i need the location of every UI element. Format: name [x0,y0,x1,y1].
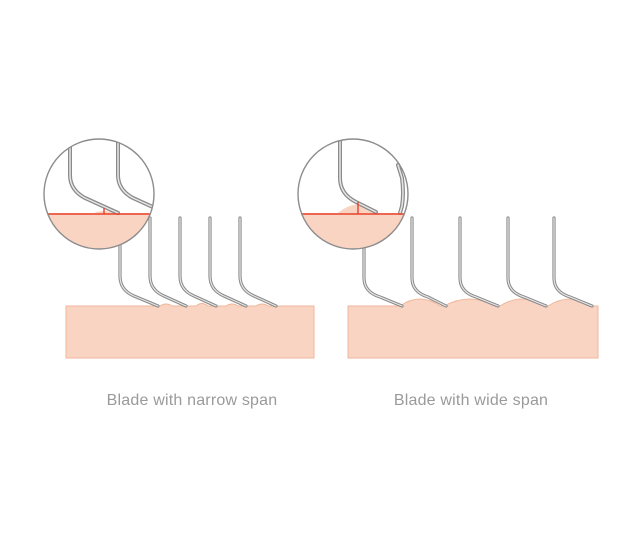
blade-row-right [362,216,594,308]
blade [118,230,160,308]
blade [410,216,448,308]
magnifier-lens-right [297,138,409,250]
narrow-span-panel [43,138,315,359]
blade [148,216,188,308]
blade [458,216,500,308]
skin-block-right [347,298,599,359]
blade [506,216,548,308]
wide-span-panel [297,138,599,359]
lens-skin [44,211,154,249]
skin-block-left [65,303,315,359]
blade [362,230,404,308]
blade [552,216,594,308]
wide-span-caption: Blade with wide span [393,392,549,409]
blade-row-left [118,216,278,308]
blade [178,216,218,308]
blade [238,216,278,308]
magnifier-lens-left [43,138,155,250]
blade [208,216,248,308]
narrow-span-caption: Blade with narrow span [106,392,278,409]
